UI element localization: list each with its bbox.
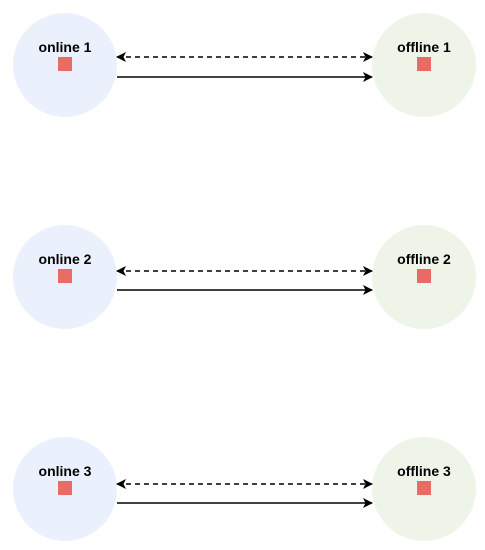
offline-node-3-marker bbox=[417, 481, 431, 495]
row-2: online 2 offline 2 bbox=[13, 225, 476, 329]
online-node-1-marker bbox=[58, 57, 72, 71]
offline-node-2-label: offline 2 bbox=[397, 251, 451, 267]
online-node-3-label: online 3 bbox=[39, 463, 92, 479]
online-node-2-label: online 2 bbox=[39, 251, 92, 267]
online-node-2-marker bbox=[58, 269, 72, 283]
online-node-1-label: online 1 bbox=[39, 39, 92, 55]
offline-node-2-marker bbox=[417, 269, 431, 283]
online-node-3-marker bbox=[58, 481, 72, 495]
offline-node-1-marker bbox=[417, 57, 431, 71]
row-3: online 3 offline 3 bbox=[13, 437, 476, 541]
offline-node-1-label: offline 1 bbox=[397, 39, 451, 55]
offline-node-3-label: offline 3 bbox=[397, 463, 451, 479]
row-1: online 1 offline 1 bbox=[13, 13, 476, 117]
